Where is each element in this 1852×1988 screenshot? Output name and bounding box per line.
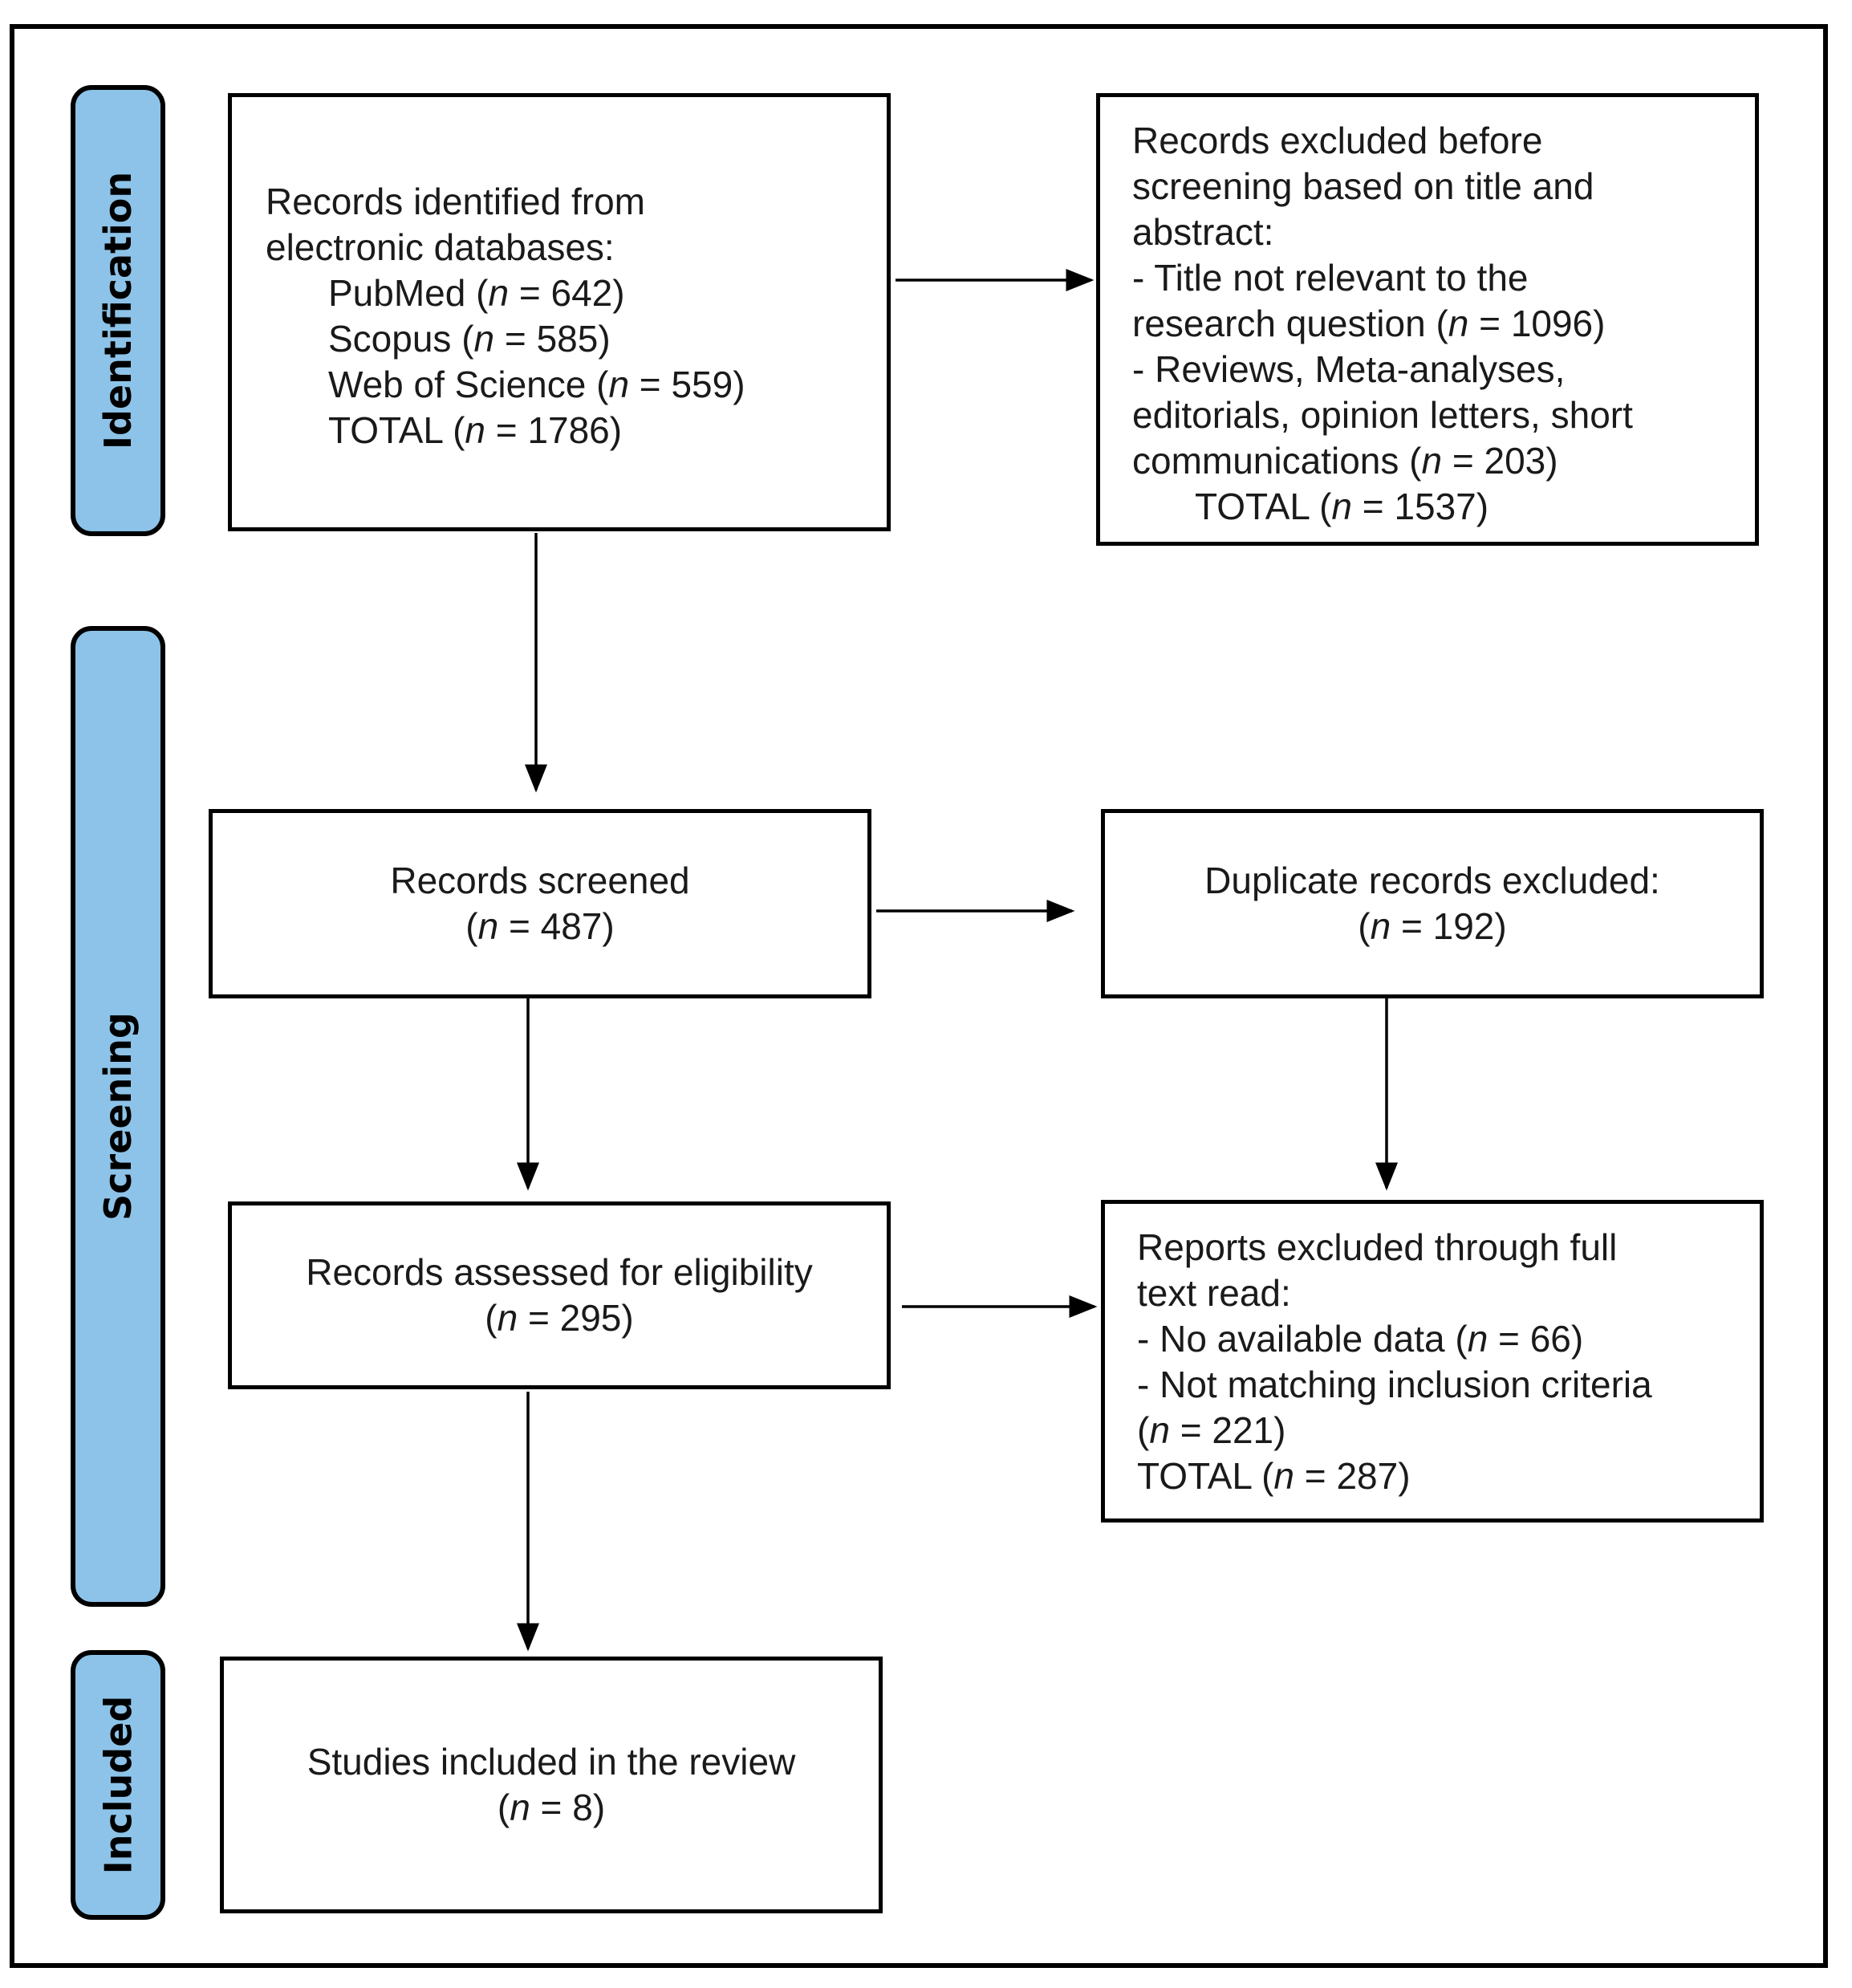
duplicates-excluded-box: Duplicate records excluded: (n = 192) [1101, 809, 1764, 998]
duplicates-title: Duplicate records excluded: [1204, 860, 1660, 901]
excluded-ta-line-8: communications (n = 203) [1132, 440, 1558, 482]
included-count: (n = 8) [497, 1787, 606, 1828]
screened-title: Records screened [390, 860, 690, 901]
excluded-ta-line-1: Records excluded before [1132, 120, 1543, 161]
identified-total: TOTAL (n = 1786) [328, 409, 623, 451]
excluded-ta-line-3: abstract: [1132, 211, 1274, 253]
identified-title-1: Records identified from [266, 181, 645, 222]
phase-identification: Identification [71, 85, 165, 536]
excluded-ta-line-5: research question (n = 1096) [1132, 303, 1606, 344]
excluded-ta-line-7: editorials, opinion letters, short [1132, 394, 1633, 436]
excluded-ta-line-2: screening based on title and [1132, 165, 1594, 207]
included-title: Studies included in the review [307, 1741, 796, 1783]
excluded-title-abstract-box: Records excluded before screening based … [1096, 93, 1759, 546]
identified-pubmed: PubMed (n = 642) [328, 272, 625, 314]
excluded-ta-line-4: - Title not relevant to the [1132, 257, 1529, 299]
eligibility-count: (n = 295) [485, 1297, 634, 1339]
duplicates-count: (n = 192) [1358, 905, 1507, 947]
excluded-ft-line-5: (n = 221) [1137, 1409, 1286, 1451]
excluded-ta-line-6: - Reviews, Meta-analyses, [1132, 348, 1566, 390]
eligibility-title: Records assessed for eligibility [306, 1251, 813, 1293]
excluded-ft-line-2: text read: [1137, 1272, 1291, 1314]
identified-title-2: electronic databases: [266, 226, 615, 268]
identified-web-of-science: Web of Science (n = 559) [328, 364, 745, 405]
excluded-ft-line-4: - Not matching inclusion criteria [1137, 1364, 1652, 1405]
records-screened-box: Records screened (n = 487) [209, 809, 871, 998]
excluded-ft-total: TOTAL (n = 287) [1137, 1455, 1411, 1497]
studies-included-box: Studies included in the review (n = 8) [220, 1657, 883, 1913]
records-identified-box: Records identified from electronic datab… [228, 93, 891, 531]
identified-scopus: Scopus (n = 585) [328, 318, 611, 360]
excluded-ta-total: TOTAL (n = 1537) [1195, 486, 1489, 527]
excluded-full-text-box: Reports excluded through full text read:… [1101, 1200, 1764, 1523]
phase-included: Included [71, 1650, 165, 1920]
excluded-ft-line-3: - No available data (n = 66) [1137, 1318, 1584, 1360]
phase-screening: Screening [71, 626, 165, 1607]
screened-count: (n = 487) [465, 905, 615, 947]
excluded-ft-line-1: Reports excluded through full [1137, 1226, 1618, 1268]
eligibility-box: Records assessed for eligibility (n = 29… [228, 1201, 891, 1389]
